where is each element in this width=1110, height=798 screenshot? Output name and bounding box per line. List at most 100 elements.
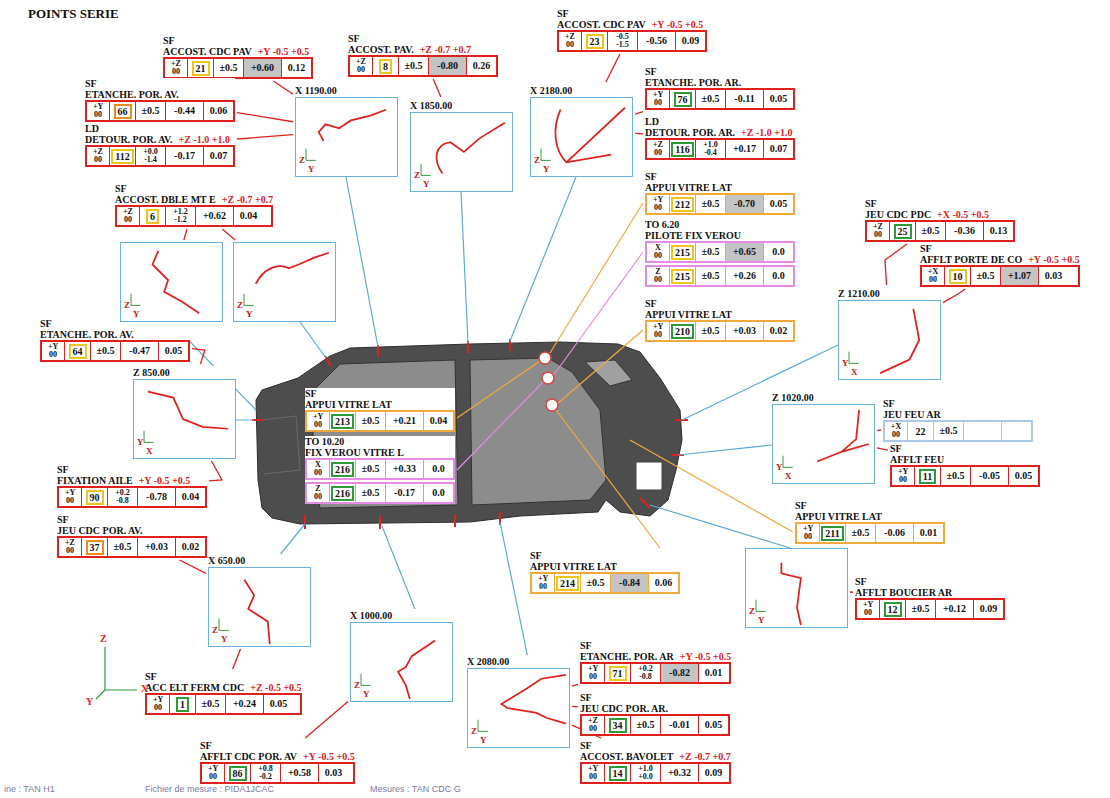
leader-line (273, 81, 293, 94)
header-line: JEU CDC PDC+X -0.5 +0.5 (865, 209, 1015, 220)
axis-cell: +Y 00 (863, 601, 873, 617)
leader-line (237, 113, 293, 122)
table-cell: ±0.5 (905, 600, 935, 618)
axis-letter: Z (124, 301, 130, 310)
table-cell: 6 (139, 207, 165, 225)
measure-point (539, 352, 551, 364)
measured-value: +0.17 (733, 144, 756, 154)
point-number: 37 (86, 540, 104, 555)
axis-letter: Y (423, 180, 430, 189)
table-cell: -0.47 (120, 342, 158, 360)
table-cell: -0.06 (875, 524, 913, 542)
tolerance-range: +Y -0.5 +0.5 (303, 751, 355, 762)
table-cell: 0.05 (763, 90, 793, 108)
table-cell: +0.21 (385, 412, 423, 430)
table-cell: 64 (64, 342, 90, 360)
measure-callout: SFETANCHE. POR. AV.+Y 0064±0.5-0.470.05 (40, 318, 190, 362)
measured-value: -0.06 (884, 528, 905, 538)
point-type: LD (85, 123, 235, 134)
table-cell: +Y 00 (857, 600, 879, 618)
point-type: SF (645, 171, 795, 182)
measure-row: +Z 00116+1.0 -0.4+0.170.07 (645, 138, 795, 160)
section-view: ZY (745, 548, 848, 628)
dispersion-value: 0.02 (182, 542, 200, 552)
measure-row: +Y 00213±0.5+0.210.04 (305, 410, 455, 432)
axis-mark (783, 456, 793, 468)
section-label: Z 1210.00 (838, 287, 941, 300)
table-cell: +Z 00 (350, 57, 372, 75)
measured-value: +0.33 (393, 464, 416, 474)
point-number: 76 (674, 92, 692, 107)
point-name: AFFLT CDC POR. AV (200, 751, 297, 762)
axis-cell: +Y 00 (588, 665, 598, 681)
leader-line (572, 706, 578, 708)
table-cell: +Y 00 (42, 342, 64, 360)
dispersion-value: 0.05 (705, 720, 723, 730)
tolerance-cell: -0.5 -1.5 (616, 33, 629, 49)
leader-line (877, 448, 888, 450)
measure-row: +Z 0037±0.5+0.030.02 (57, 536, 207, 558)
section-view: Z 1210.00YX (838, 287, 941, 380)
section-frame: ZY (208, 567, 311, 647)
measured-value: -0.44 (174, 106, 195, 116)
table-cell: +Y 00 (647, 90, 669, 108)
table-cell: ±0.5 (695, 322, 725, 340)
section-view: X 650.00ZY (208, 554, 311, 647)
point-type: SF (557, 8, 707, 19)
table-cell: 0.01 (698, 664, 728, 682)
axis-letter: Z (237, 301, 243, 310)
measure-callout: SFACCOST. CDC PAV+Y -0.5 +0.5+Z 0021±0.5… (163, 35, 313, 79)
point-name: JEU CDC POR. AR. (580, 703, 668, 714)
point-type: SF (855, 576, 1005, 587)
axis-letter: Y (480, 736, 487, 745)
header-line: AFFLT BOUCIER AR (855, 587, 1005, 598)
tolerance-cell: +1.0 -0.4 (703, 141, 718, 157)
table-cell: ±0.5 (355, 484, 385, 502)
measured-value: -0.82 (669, 668, 690, 678)
axis-cell: +Z 00 (93, 148, 103, 164)
callout-header: SFETANCHE. POR. AV. (85, 78, 235, 100)
table-cell: ±0.5 (933, 422, 963, 440)
footer-note: ine : TAN H1 (4, 784, 55, 794)
tolerance-cell: ±0.5 (97, 346, 115, 356)
leader-line (305, 701, 348, 738)
axis-letter: Y (543, 165, 550, 174)
table-cell: -0.84 (610, 574, 648, 592)
measure-callout: SFAPPUI VITRE LAT+Y 00214±0.5-0.840.06 (530, 550, 680, 594)
table-cell: 0.0 (763, 267, 793, 285)
table-cell: 0.09 (698, 764, 728, 782)
callout-header: SFAPPUI VITRE LAT (795, 500, 945, 522)
axis-label: Y (86, 697, 93, 707)
measured-value: +0.03 (733, 326, 756, 336)
table-cell: +0.12 (935, 600, 973, 618)
point-name: AFFLT BOUCIER AR (855, 587, 952, 598)
point-number: 34 (609, 718, 627, 733)
header-line: ACCOST. DBLE MT E+Z -0.7 +0.7 (115, 194, 273, 205)
table-cell: 25 (889, 222, 915, 240)
table-cell: +Y 00 (647, 195, 669, 213)
table-cell: -0.01 (660, 716, 698, 734)
dispersion-value: 0.05 (770, 94, 788, 104)
point-type: SF (57, 514, 207, 525)
measured-value: +0.03 (145, 542, 168, 552)
point-number: 11 (919, 469, 936, 484)
callout-header: SFAFFLT PORTE DE CO+Y -0.5 +0.5 (920, 243, 1080, 265)
table-cell: +0.32 (660, 764, 698, 782)
page-title: POINTS SERIE (28, 6, 119, 21)
lock-pilot-lines (457, 252, 643, 470)
measure-callout: SFAPPUI VITRE LAT+Y 00213±0.5+0.210.04 (305, 388, 455, 432)
tolerance-range: +Z -0.7 +0.7 (679, 751, 730, 762)
table-cell: +1.0 +0.0 (630, 764, 660, 782)
point-name: PILOTE FIX VEROU (645, 230, 741, 241)
dispersion-value: 0.01 (705, 668, 723, 678)
header-line: DETOUR. POR. AR.+Z -1.0 +1.0 (645, 127, 795, 138)
header-line: PILOTE FIX VEROU (645, 230, 795, 241)
table-cell: -0.78 (137, 488, 175, 506)
header-line: APPUI VITRE LAT (645, 309, 795, 320)
axis-cell: +Y 00 (153, 696, 163, 712)
dispersion-value: 0.0 (772, 247, 785, 257)
profile-curve (398, 641, 435, 700)
measure-callout: SFACCOST. CDC PAV+Y -0.5 +0.5+Z 0023-0.5… (557, 8, 707, 52)
header-line: ACC ELT FERM CDC+Z -0.5 +0.5 (145, 682, 302, 693)
header-line: FIXATION AILE+Y -0.5 +0.5 (57, 475, 207, 486)
